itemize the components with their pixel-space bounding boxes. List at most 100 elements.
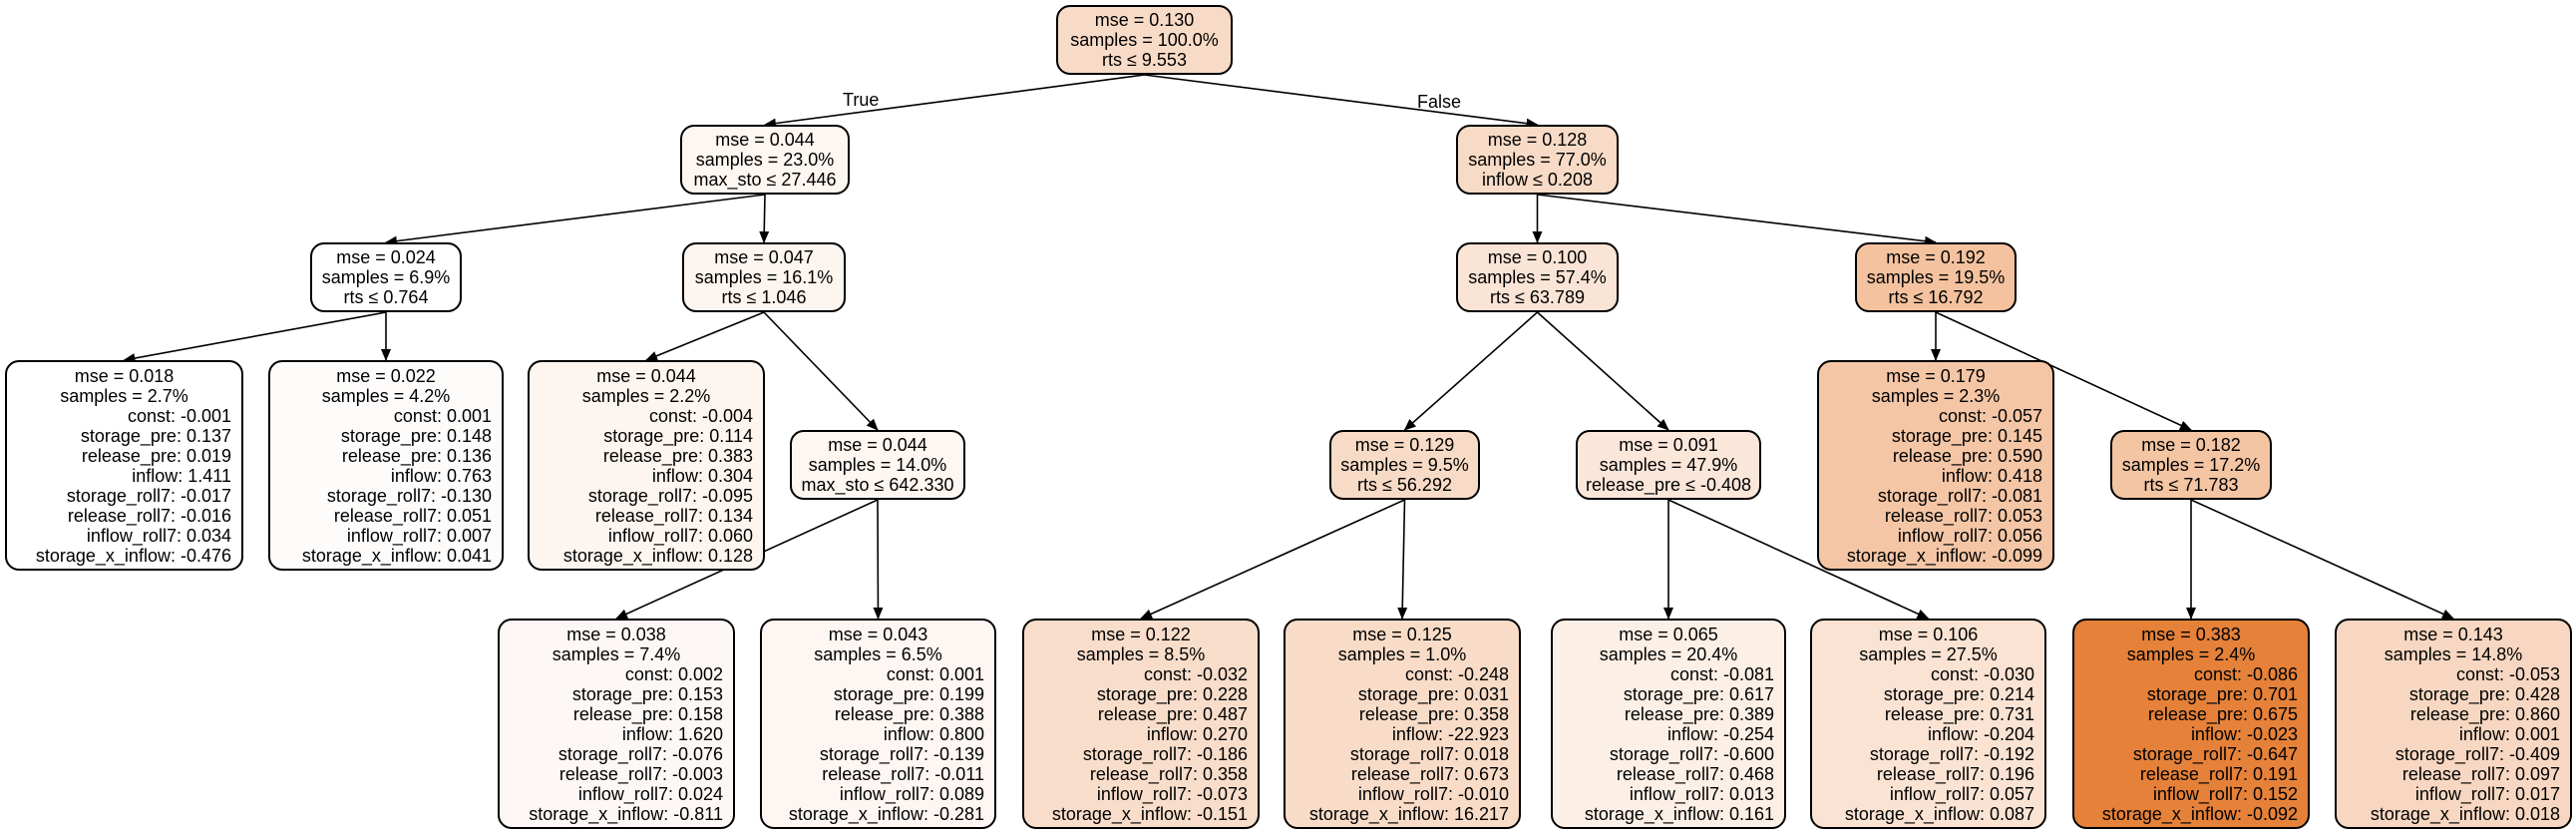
node-mse: mse = 0.091 xyxy=(1619,435,1718,455)
node-mse: mse = 0.129 xyxy=(1354,435,1455,455)
node-coefficient: storage_pre: 0.114 xyxy=(603,426,753,446)
node-coefficient: const: -0.030 xyxy=(1930,664,2034,684)
node-coefficient: storage_roll7: -0.192 xyxy=(1869,744,2034,764)
node-samples: samples = 2.4% xyxy=(2126,644,2256,664)
node-coefficient: inflow: -0.023 xyxy=(2190,724,2298,744)
edge-l-ll xyxy=(385,194,766,246)
node-coefficient: storage_x_inflow: -0.281 xyxy=(788,804,984,824)
edge-l-lr xyxy=(759,194,770,243)
node-coefficient: inflow: 0.418 xyxy=(1941,466,2042,486)
edge-rrr-rrrr xyxy=(2190,499,2454,620)
node-mse: mse = 0.143 xyxy=(2403,625,2503,644)
edge-rl-rll xyxy=(1403,311,1539,431)
node-samples: samples = 7.4% xyxy=(552,644,681,664)
node-samples: samples = 19.5% xyxy=(1866,267,2006,287)
node-coefficient: const: -0.004 xyxy=(648,406,753,426)
node-mse: mse = 0.022 xyxy=(336,366,436,386)
node-mse: mse = 0.128 xyxy=(1487,130,1588,150)
node-split-rule: release_pre ≤ -0.408 xyxy=(1586,475,1751,495)
node-coefficient: release_roll7: 0.468 xyxy=(1616,764,1774,784)
node-coefficient: release_pre: 0.487 xyxy=(1097,704,1248,724)
node-mse: mse = 0.044 xyxy=(715,130,815,150)
node-coefficient: release_roll7: -0.003 xyxy=(558,764,723,784)
node-coefficient: inflow: -22.923 xyxy=(1391,724,1509,744)
node-coefficient: inflow_roll7: 0.056 xyxy=(1897,526,2042,546)
node-split-rule: rts ≤ 71.783 xyxy=(2143,475,2239,495)
node-coefficient: release_pre: 0.388 xyxy=(834,704,984,724)
node-coefficient: release_pre: 0.389 xyxy=(1624,704,1774,724)
node-coefficient: inflow_roll7: -0.073 xyxy=(1096,784,1248,804)
node-samples: samples = 8.5% xyxy=(1076,644,1206,664)
node-coefficient: inflow: 1.620 xyxy=(621,724,723,744)
node-samples: samples = 2.7% xyxy=(60,386,188,406)
node-coefficient: release_roll7: 0.051 xyxy=(333,506,492,526)
node-coefficient: storage_pre: 0.617 xyxy=(1623,684,1774,704)
edge-rll-rllr xyxy=(1397,499,1408,620)
node-coefficient: release_roll7: 0.134 xyxy=(594,506,753,526)
node-coefficient: storage_pre: 0.228 xyxy=(1096,684,1248,704)
node-coefficient: release_pre: 0.590 xyxy=(1892,446,2042,466)
node-coefficient: storage_x_inflow: 0.087 xyxy=(1844,804,2034,824)
node-mse: mse = 0.047 xyxy=(714,247,814,267)
node-coefficient: const: 0.002 xyxy=(624,664,723,684)
node-samples: samples = 14.0% xyxy=(808,455,947,475)
node-coefficient: storage_x_inflow: 0.128 xyxy=(562,546,753,566)
true-edge-label: True xyxy=(843,90,880,110)
node-mse: mse = 0.192 xyxy=(1886,247,1986,267)
node-coefficient: storage_x_inflow: -0.151 xyxy=(1051,804,1248,824)
node-split-rule: rts ≤ 9.553 xyxy=(1102,50,1187,70)
node-coefficient: inflow: 1.411 xyxy=(132,466,231,486)
node-samples: samples = 6.5% xyxy=(814,644,942,664)
node-mse: mse = 0.122 xyxy=(1091,625,1191,644)
node-coefficient: release_pre: 0.675 xyxy=(2147,704,2298,724)
edge-rl-rlr xyxy=(1536,311,1669,431)
node-coefficient: inflow_roll7: 0.034 xyxy=(86,526,231,546)
node-samples: samples = 1.0% xyxy=(1337,644,1467,664)
node-coefficient: release_roll7: 0.358 xyxy=(1089,764,1248,784)
node-mse: mse = 0.043 xyxy=(828,625,928,644)
false-edge-label: False xyxy=(1417,92,1462,112)
node-coefficient: release_roll7: 0.191 xyxy=(2139,764,2298,784)
node-mse: mse = 0.182 xyxy=(2141,435,2241,455)
node-mse: mse = 0.106 xyxy=(1878,625,1979,644)
node-split-rule: inflow ≤ 0.208 xyxy=(1482,170,1593,190)
node-coefficient: release_pre: 0.136 xyxy=(341,446,492,466)
node-coefficient: storage_roll7: -0.130 xyxy=(326,486,492,506)
node-coefficient: release_roll7: -0.011 xyxy=(822,764,984,784)
node-coefficient: release_roll7: -0.016 xyxy=(67,506,231,526)
node-split-rule: max_sto ≤ 642.330 xyxy=(801,475,954,495)
node-coefficient: storage_roll7: -0.600 xyxy=(1609,744,1774,764)
node-coefficient: release_pre: 0.158 xyxy=(572,704,723,724)
node-coefficient: inflow_roll7: -0.010 xyxy=(1357,784,1509,804)
node-coefficient: release_pre: 0.383 xyxy=(602,446,753,466)
node-samples: samples = 17.2% xyxy=(2121,455,2261,475)
node-coefficient: inflow: -0.204 xyxy=(1927,724,2034,744)
node-samples: samples = 9.5% xyxy=(1340,455,1469,475)
node-coefficient: const: 0.001 xyxy=(393,406,492,426)
node-mse: mse = 0.130 xyxy=(1094,10,1195,30)
edge-rr-rrr xyxy=(1935,311,2192,431)
node-coefficient: storage_roll7: -0.186 xyxy=(1082,744,1248,764)
node-coefficient: storage_roll7: 0.018 xyxy=(1349,744,1509,764)
edge-lr-lrl xyxy=(645,311,765,361)
node-mse: mse = 0.179 xyxy=(1886,366,1986,386)
node-coefficient: storage_pre: 0.148 xyxy=(340,426,492,446)
edge-lrr-lrrr xyxy=(873,499,884,620)
node-coefficient: storage_roll7: -0.076 xyxy=(557,744,723,764)
node-samples: samples = 20.4% xyxy=(1599,644,1738,664)
node-samples: samples = 27.5% xyxy=(1859,644,1998,664)
node-coefficient: const: -0.057 xyxy=(1938,406,2042,426)
node-coefficient: release_roll7: 0.053 xyxy=(1884,506,2042,526)
node-coefficient: storage_x_inflow: -0.099 xyxy=(1846,546,2042,566)
